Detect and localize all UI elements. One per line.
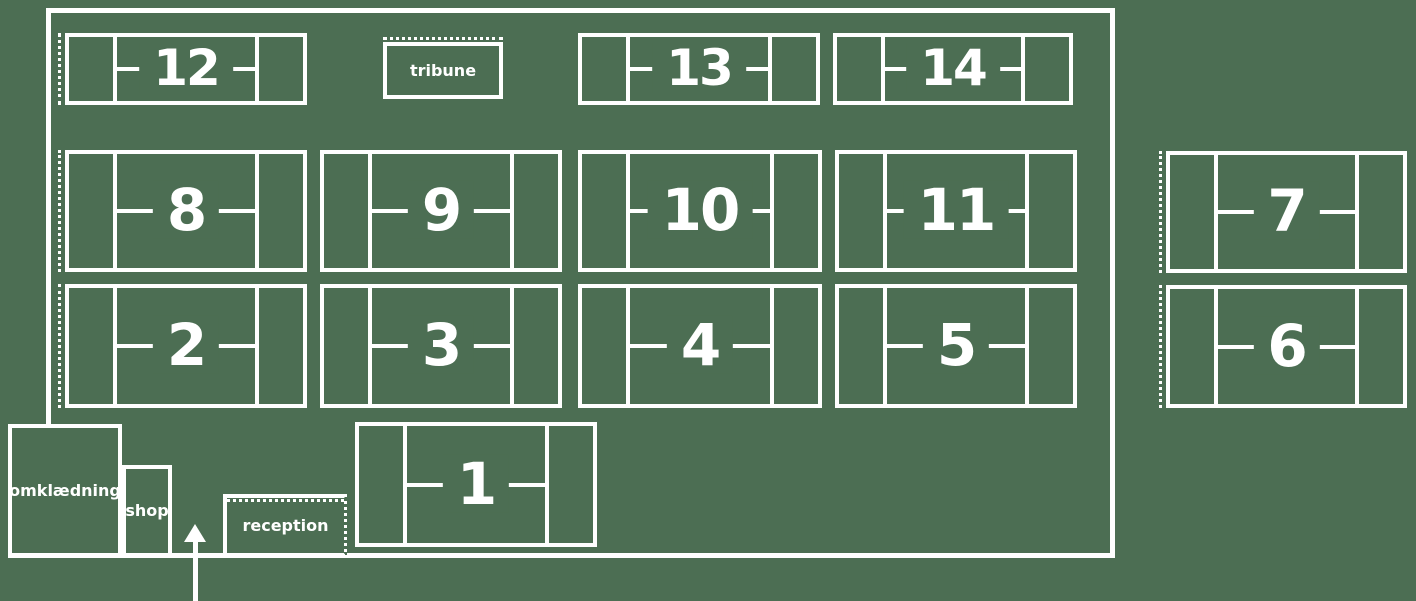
court-4: 4 xyxy=(578,284,822,408)
reception-room: reception xyxy=(223,494,347,558)
court-number: 3 xyxy=(407,315,475,374)
building-outline xyxy=(46,8,1115,558)
reception-label: reception xyxy=(242,515,329,535)
court-14: 14 xyxy=(833,33,1073,105)
entrance-arrow-icon xyxy=(184,524,206,542)
court-number: 1 xyxy=(442,454,510,513)
entrance-arrow-stem xyxy=(193,541,198,601)
court-number: 9 xyxy=(407,180,475,239)
court-6: 6 xyxy=(1159,285,1407,408)
court-3: 3 xyxy=(320,284,562,408)
court-13: 13 xyxy=(578,33,820,105)
court-10: 10 xyxy=(578,150,822,272)
court-number: 2 xyxy=(152,315,220,374)
shop-label: shop xyxy=(125,501,169,520)
court-1: 1 xyxy=(355,422,597,547)
tribune-label: tribune xyxy=(409,60,477,80)
court-number: 11 xyxy=(903,180,1009,239)
court-7: 7 xyxy=(1159,151,1407,273)
changing-room: omklædning xyxy=(8,424,122,558)
court-number: 10 xyxy=(647,180,753,239)
tribune-area: tribune xyxy=(383,37,503,99)
court-8: 8 xyxy=(58,150,307,272)
court-12: 12 xyxy=(58,33,307,105)
changing-room-label: omklædning xyxy=(9,480,121,500)
court-number: 14 xyxy=(906,43,1000,93)
court-5: 5 xyxy=(835,284,1077,408)
court-number: 5 xyxy=(922,315,990,374)
court-9: 9 xyxy=(320,150,562,272)
shop-room: shop xyxy=(122,465,172,558)
court-number: 8 xyxy=(152,180,220,239)
court-number: 13 xyxy=(652,43,746,93)
court-11: 11 xyxy=(835,150,1077,272)
court-number: 6 xyxy=(1253,316,1320,375)
court-number: 7 xyxy=(1253,181,1320,240)
court-number: 4 xyxy=(666,315,734,374)
court-2: 2 xyxy=(58,284,307,408)
court-number: 12 xyxy=(139,43,233,93)
